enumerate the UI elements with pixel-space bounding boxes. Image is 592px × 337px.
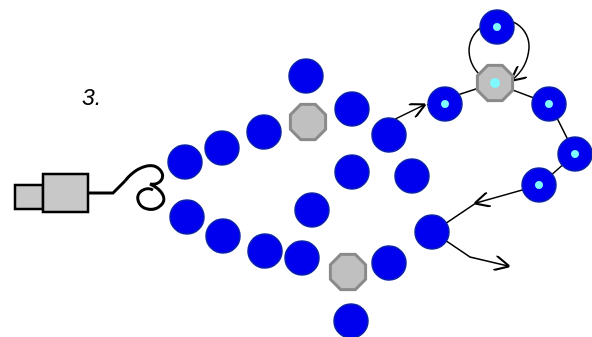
gray-octagon-bead xyxy=(290,104,325,139)
blue-bead xyxy=(295,193,329,227)
threading-path xyxy=(383,20,575,266)
blue-bead xyxy=(335,155,369,189)
bead-group xyxy=(168,10,592,337)
blue-bead xyxy=(285,241,319,275)
blue-bead xyxy=(170,200,204,234)
blue-bead xyxy=(372,246,406,280)
blue-bead xyxy=(289,59,323,93)
bead-hole xyxy=(490,78,500,88)
blue-bead xyxy=(205,131,239,165)
blue-bead xyxy=(372,118,406,152)
wire-loop xyxy=(125,166,164,210)
blue-bead xyxy=(247,115,281,149)
clasp-wire xyxy=(88,181,125,193)
blue-bead xyxy=(334,304,368,337)
blue-bead xyxy=(168,145,202,179)
bead-hole xyxy=(545,100,553,108)
blue-bead xyxy=(335,92,369,126)
blue-bead xyxy=(248,234,282,268)
bead-hole xyxy=(493,23,501,31)
bead-hole xyxy=(535,181,543,189)
blue-bead xyxy=(415,215,449,249)
clasp-body xyxy=(43,174,88,212)
gray-octagon-bead xyxy=(330,254,365,289)
bead-hole xyxy=(571,150,579,158)
blue-bead xyxy=(206,219,240,253)
bead-hole xyxy=(441,100,449,108)
clasp-icon xyxy=(15,174,125,212)
clasp-small-cap xyxy=(15,185,43,209)
blue-bead xyxy=(395,159,429,193)
